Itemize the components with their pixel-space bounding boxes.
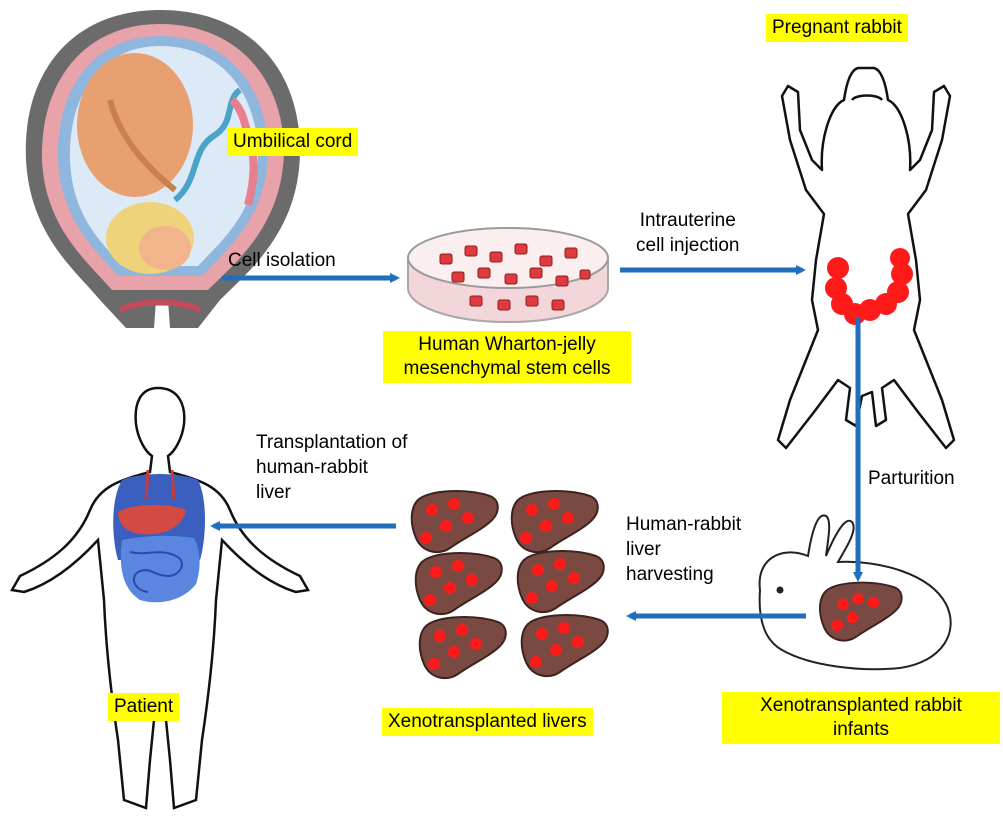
label-xenotransplanted-infants: Xenotransplanted rabbit infants bbox=[722, 692, 1000, 744]
label-pregnant-rabbit: Pregnant rabbit bbox=[766, 14, 908, 42]
step-harvest-line3: harvesting bbox=[626, 562, 741, 587]
step-harvest-line2: liver bbox=[626, 537, 741, 562]
pregnant-rabbit-illustration bbox=[778, 68, 954, 448]
step-intrauterine-line2: cell injection bbox=[636, 233, 740, 258]
label-wj-msc: Human Wharton-jelly mesenchymal stem cel… bbox=[383, 331, 631, 383]
uterine-horns-injected bbox=[825, 248, 913, 325]
step-transplant-line2: human-rabbit bbox=[256, 455, 407, 480]
step-transplant-line1: Transplantation of bbox=[256, 430, 407, 455]
xenotransplanted-livers-grid bbox=[412, 491, 608, 678]
label-xeno-infants-line1: Xenotransplanted rabbit bbox=[728, 694, 994, 718]
step-intrauterine-injection: Intrauterine cell injection bbox=[636, 208, 740, 258]
step-transplantation: Transplantation of human-rabbit liver bbox=[256, 430, 407, 505]
label-xeno-infants-line2: infants bbox=[728, 718, 994, 742]
step-intrauterine-line1: Intrauterine bbox=[636, 208, 740, 233]
label-wj-msc-line2: mesenchymal stem cells bbox=[389, 357, 625, 381]
step-cell-isolation: Cell isolation bbox=[228, 248, 336, 273]
label-umbilical-cord: Umbilical cord bbox=[227, 128, 358, 156]
step-harvest-line1: Human-rabbit bbox=[626, 512, 741, 537]
label-xenotransplanted-livers: Xenotransplanted livers bbox=[382, 708, 593, 736]
label-patient: Patient bbox=[108, 693, 179, 721]
petri-dish-illustration bbox=[408, 228, 608, 322]
label-wj-msc-line1: Human Wharton-jelly bbox=[389, 333, 625, 357]
step-liver-harvesting: Human-rabbit liver harvesting bbox=[626, 512, 741, 587]
infant-liver-icon bbox=[820, 583, 902, 641]
step-parturition: Parturition bbox=[868, 466, 955, 491]
step-transplant-line3: liver bbox=[256, 480, 407, 505]
